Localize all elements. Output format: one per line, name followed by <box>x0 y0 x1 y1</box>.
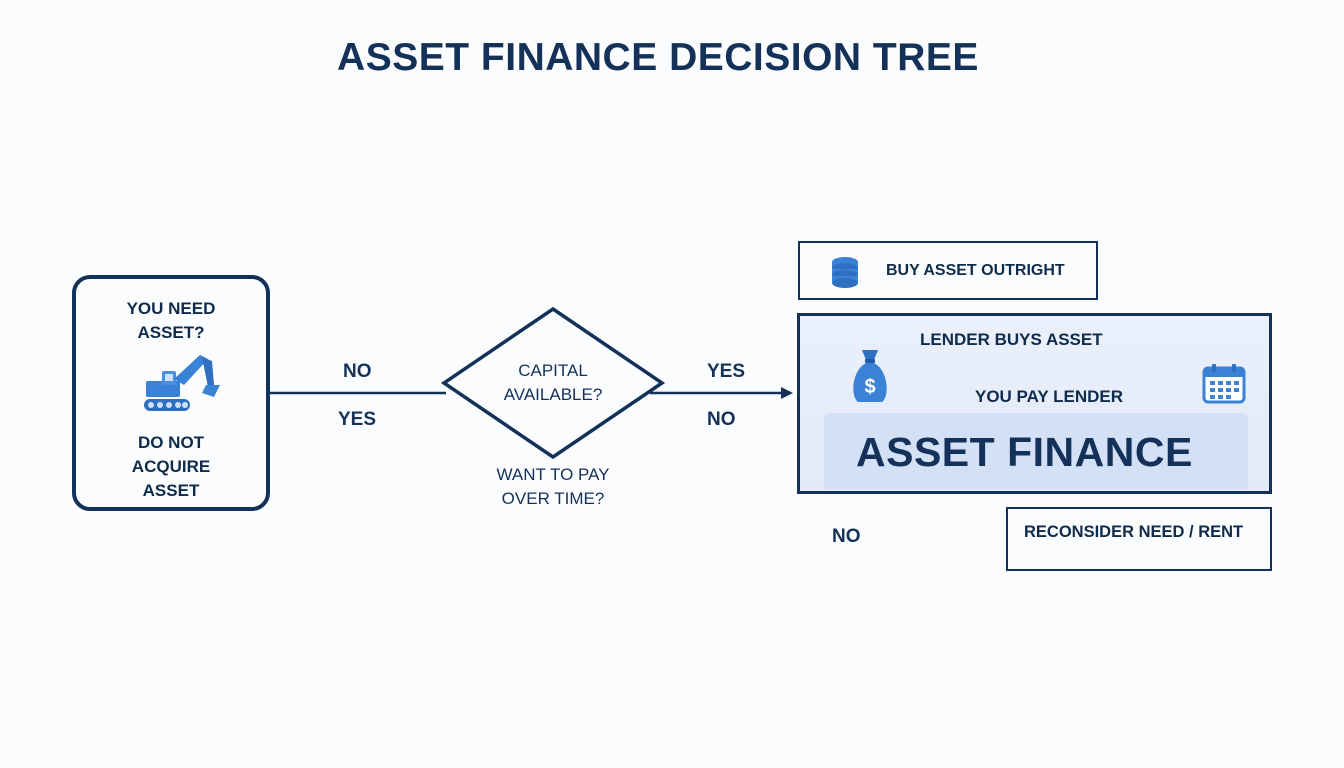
asset-finance-step2: YOU PAY LENDER <box>975 387 1124 406</box>
decision-question: CAPITAL AVAILABLE? <box>493 359 613 407</box>
start-outcome-text: DO NOT ACQUIRE ASSET <box>131 433 211 500</box>
decision-diamond <box>440 306 666 460</box>
outcome-asset-finance: LENDER BUYS ASSET $ YOU PAY LENDER ASSET… <box>797 313 1272 494</box>
start-question-text: YOU NEED ASSET? <box>126 299 216 342</box>
start-outcome: DO NOT ACQUIRE ASSET <box>76 431 266 503</box>
asset-finance-band: ASSET FINANCE <box>824 413 1248 489</box>
excavator-icon <box>140 349 220 420</box>
edge-label-right-no: NO <box>707 409 736 430</box>
edge-label-left-no: NO <box>343 361 372 382</box>
reconsider-label: RECONSIDER NEED / RENT <box>1024 523 1244 541</box>
calendar-icon <box>1202 364 1246 409</box>
edge-label-right-yes: YES <box>707 361 746 382</box>
coin-stack-icon <box>830 256 860 295</box>
money-bag-icon: $ <box>850 346 890 411</box>
asset-finance-heading: ASSET FINANCE <box>856 429 1193 475</box>
asset-finance-step1: LENDER BUYS ASSET <box>920 330 1103 349</box>
outcome-buy-outright: BUY ASSET OUTRIGHT <box>798 241 1098 300</box>
edge-label-bottom-no: NO <box>832 526 861 547</box>
edge-label-left-yes: YES <box>338 409 377 430</box>
decision-question-text: CAPITAL AVAILABLE? <box>503 361 603 404</box>
start-question: YOU NEED ASSET? <box>76 297 266 345</box>
svg-text:$: $ <box>864 376 875 398</box>
outcome-reconsider: RECONSIDER NEED / RENT <box>1006 507 1272 571</box>
buy-outright-label: BUY ASSET OUTRIGHT <box>886 262 1065 279</box>
start-node: YOU NEED ASSET? DO NOT ACQUIRE ASSET <box>72 275 270 511</box>
decision-sub-question-text: WANT TO PAY OVER TIME? <box>496 465 610 508</box>
decision-sub-question: WANT TO PAY OVER TIME? <box>483 463 623 511</box>
diagram-title: ASSET FINANCE DECISION TREE <box>337 36 979 79</box>
